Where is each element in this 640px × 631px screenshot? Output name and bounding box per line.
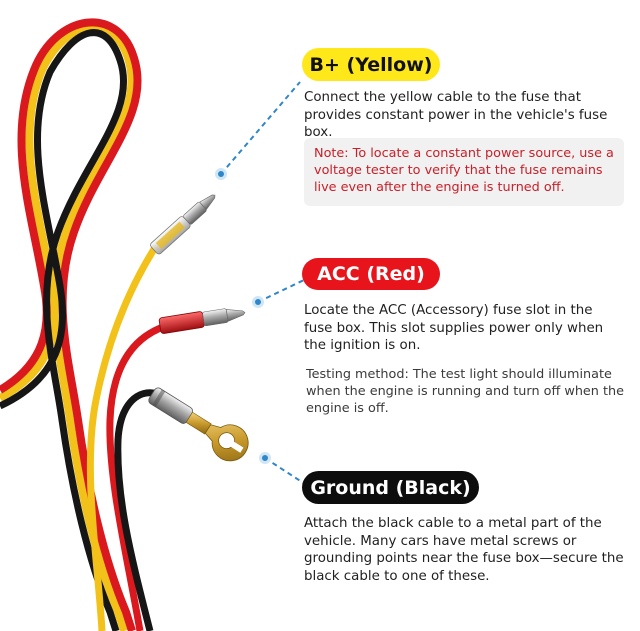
black-description: Attach the black cable to a metal part o… bbox=[304, 516, 624, 584]
callout-dot-yellow bbox=[215, 168, 227, 180]
harness-black-wire bbox=[0, 29, 128, 631]
red-branch-wire bbox=[106, 322, 168, 631]
callout-line-yellow bbox=[220, 81, 301, 175]
callout-line-black bbox=[264, 457, 306, 485]
red-testing-method: Testing method: The test light should il… bbox=[306, 367, 624, 416]
yellow-bullet-connector bbox=[150, 194, 216, 255]
label-black-ground: Ground (Black) bbox=[302, 471, 479, 504]
black-branch-wire bbox=[114, 389, 160, 631]
harness-red-wire bbox=[0, 18, 142, 631]
label-yellow-bplus: B+ (Yellow) bbox=[302, 48, 440, 81]
callout-dot-red bbox=[252, 296, 264, 308]
ground-ring-terminal bbox=[148, 387, 249, 462]
callout-line-red bbox=[257, 279, 305, 303]
yellow-note-box: Note: To locate a constant power source,… bbox=[304, 138, 624, 206]
red-description: Locate the ACC (Accessory) fuse slot in … bbox=[304, 303, 604, 353]
label-red-acc: ACC (Red) bbox=[302, 258, 440, 290]
yellow-description: Connect the yellow cable to the fuse tha… bbox=[304, 90, 608, 140]
yellow-branch-wire bbox=[86, 244, 159, 631]
callout-dot-black bbox=[259, 452, 271, 464]
red-bullet-connector bbox=[158, 308, 246, 334]
